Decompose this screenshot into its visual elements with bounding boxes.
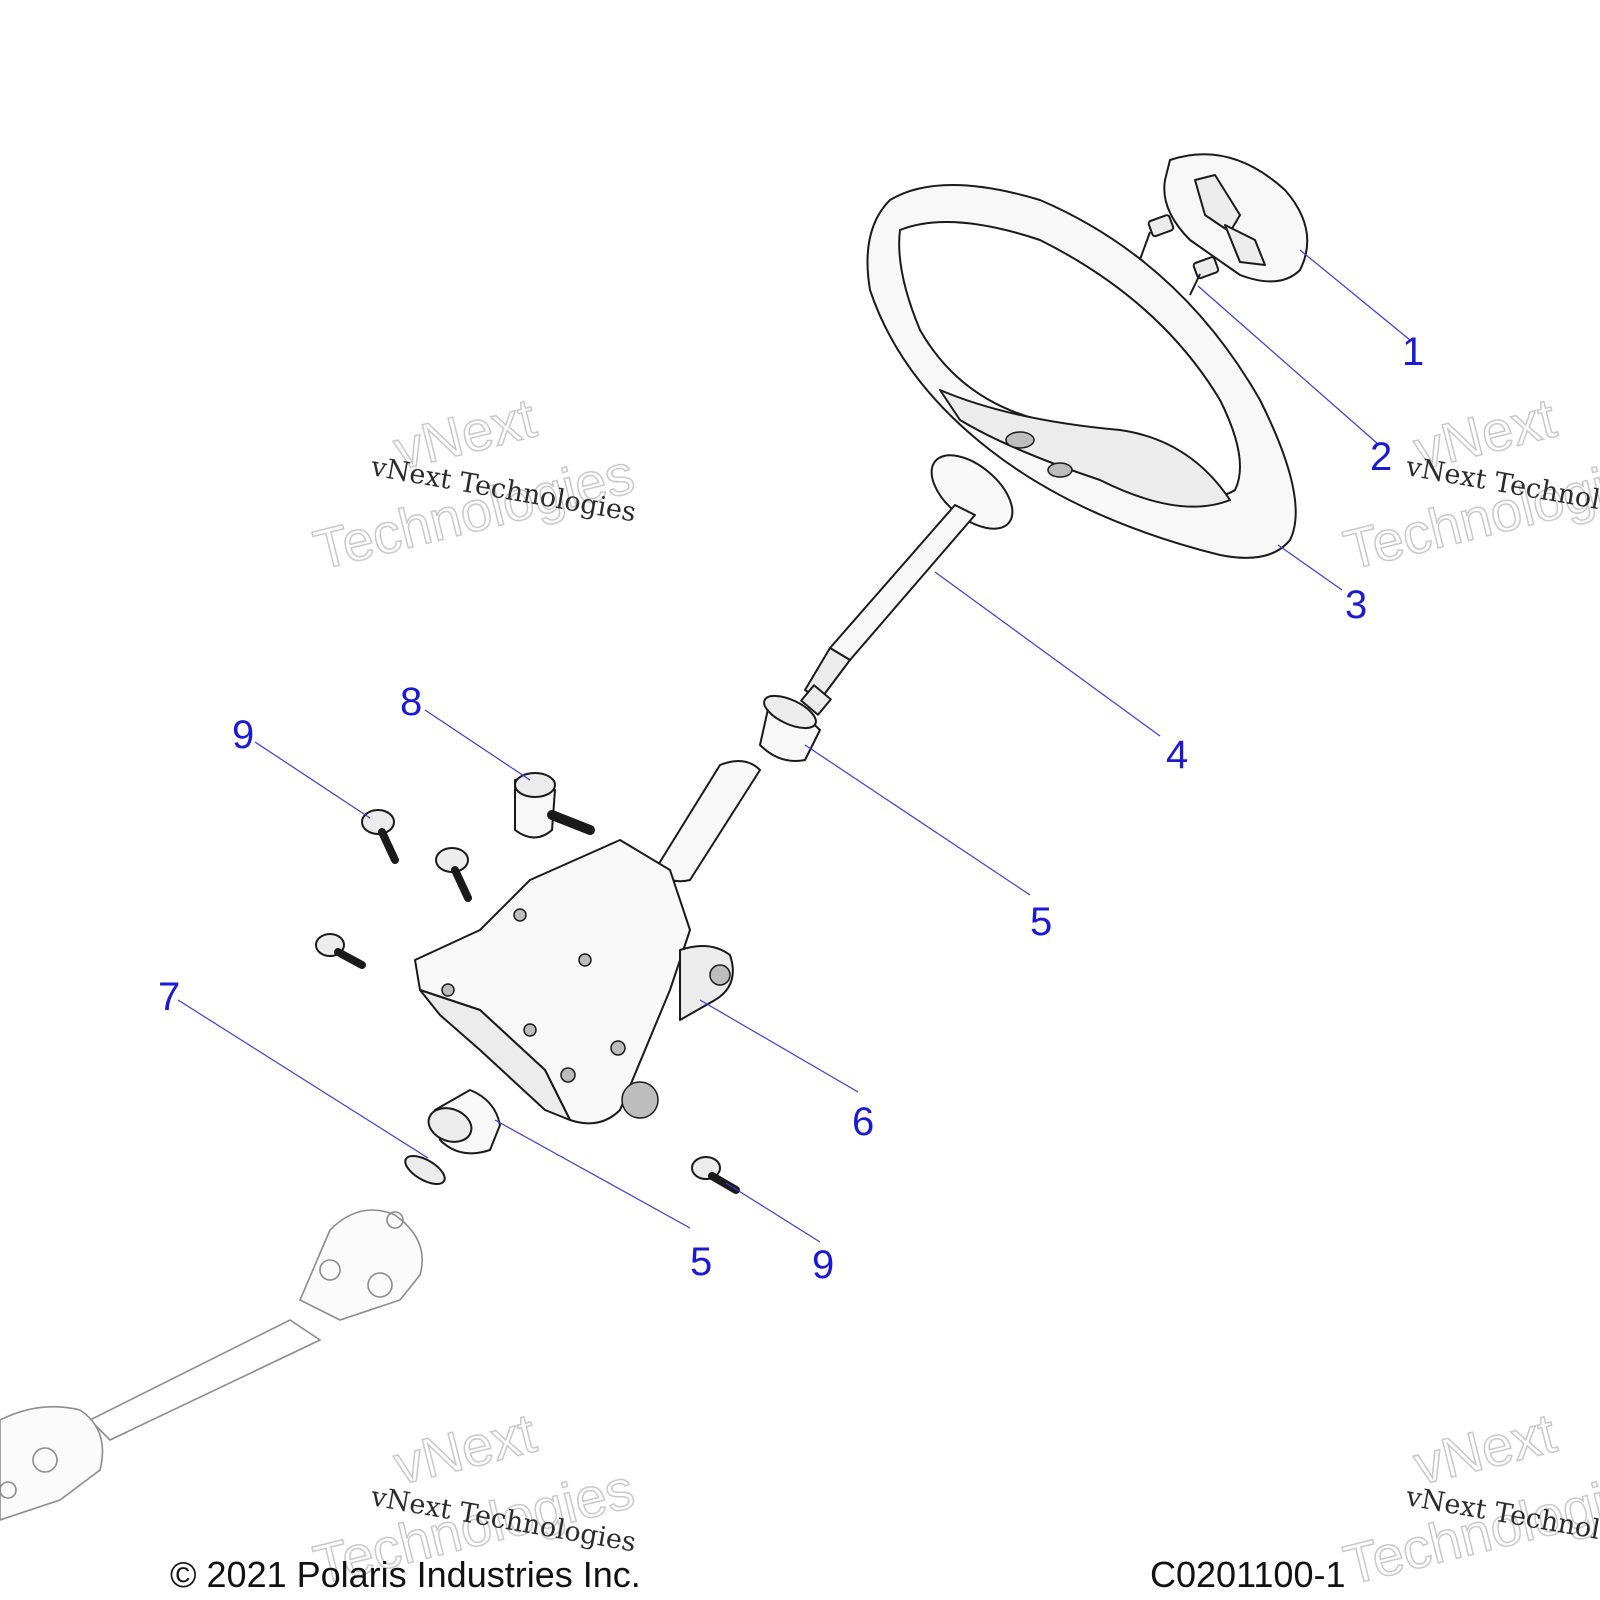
callout-1: 1 [1402, 330, 1424, 374]
copyright-text: © 2021 Polaris Industries Inc. [170, 1554, 641, 1595]
steering-wheel-part [866, 184, 1297, 559]
watermark-top-left: vNext Technologies vNext Technologies [307, 385, 641, 582]
callout-3: 3 [1345, 583, 1367, 627]
callout-2: 2 [1370, 435, 1392, 479]
callout-4: 4 [1166, 733, 1188, 777]
callout-9-lower: 9 [812, 1243, 834, 1287]
callout-5-upper: 5 [1030, 900, 1052, 944]
column-bracket-part [414, 760, 761, 1125]
bracket-bolts-part [315, 809, 740, 1194]
watermark-bottom-right: vNext Technologies vNext Technologies [1337, 1400, 1600, 1597]
cap-screws-part [1137, 214, 1220, 296]
figure-id-text: C0201100-1 [1150, 1554, 1346, 1595]
intermediate-shaft-ghost [0, 1209, 424, 1521]
snap-ring-part [404, 1155, 446, 1185]
pivot-pin-part [514, 772, 595, 839]
callout-6: 6 [852, 1100, 874, 1144]
svg-text:vNext: vNext [1408, 1401, 1563, 1497]
wheel-cap-part [1163, 153, 1309, 283]
steering-shaft-part [800, 454, 1014, 716]
callout-8: 8 [400, 680, 422, 724]
leader-lines [177, 249, 1411, 1243]
watermark-top-right: vNext Technologies vNext Technologies [1337, 385, 1600, 582]
callout-labels: 1 2 3 4 5 5 6 7 8 9 9 [158, 330, 1424, 1287]
callout-9-upper: 9 [232, 713, 254, 757]
lower-bushing-part [427, 1089, 501, 1155]
callout-7: 7 [158, 975, 180, 1019]
callout-5-lower: 5 [690, 1240, 712, 1284]
